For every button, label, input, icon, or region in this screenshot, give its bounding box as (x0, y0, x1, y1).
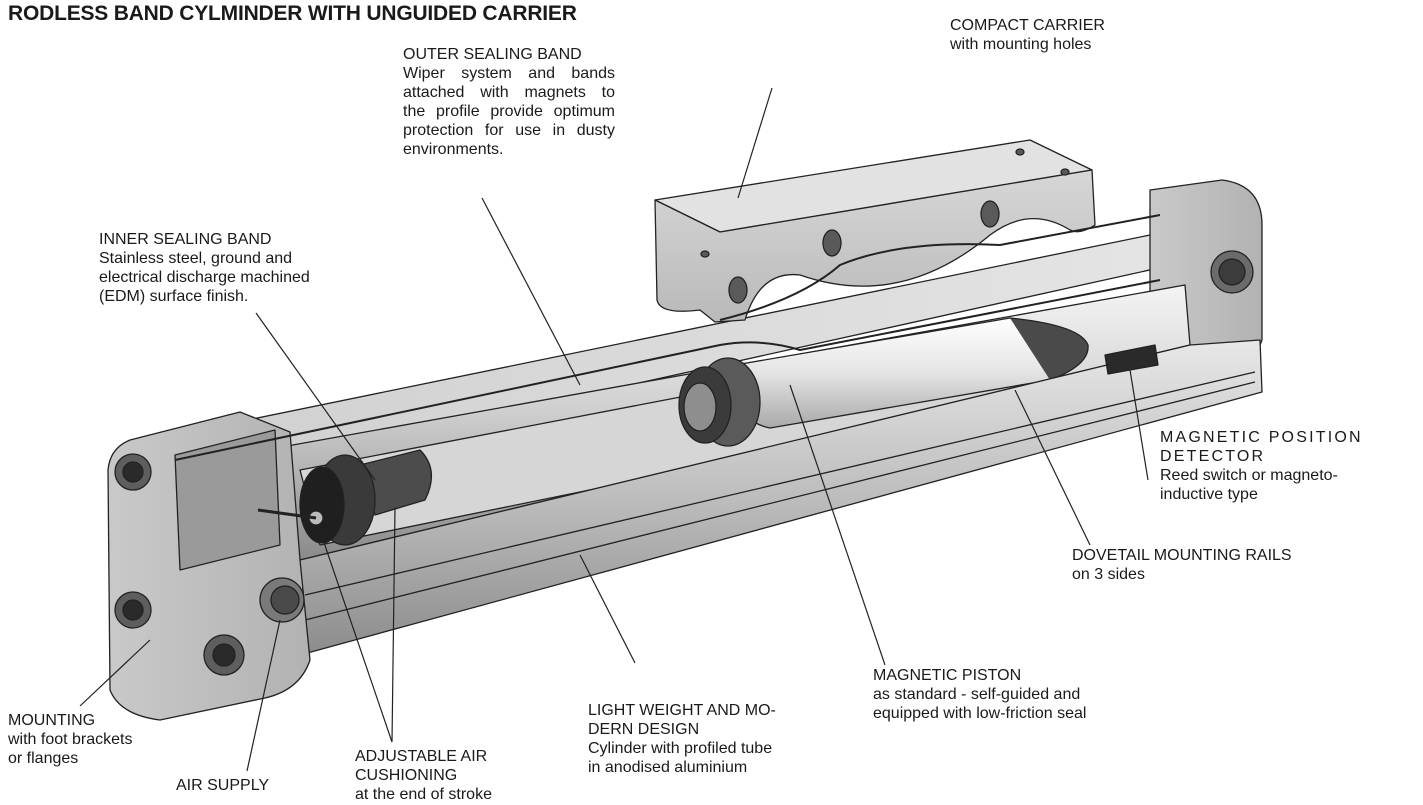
leader-lines (79, 87, 1149, 772)
leader-light-weight (579, 554, 636, 664)
callout-description: as standard - self-guided and equipped w… (873, 686, 1087, 722)
outer-sealing-band (719, 214, 1161, 321)
callout-mounting: MOUNTING with foot brackets or flanges (8, 711, 133, 768)
callout-heading: COMPACT CARRIER (950, 17, 1105, 34)
callout-description: with mounting holes (950, 36, 1092, 53)
callout-description: Reed switch or magneto- inductive type (1160, 467, 1338, 503)
leader-air-supply (246, 619, 281, 772)
callout-heading: MOUNTING (8, 712, 96, 729)
callout-light-weight-design: LIGHT WEIGHT AND MO- DERN DESIGN Cylinde… (588, 701, 776, 777)
callout-outer-sealing-band: OUTER SEALING BAND Wiper system and band… (403, 45, 615, 159)
callout-inner-sealing-band: INNER SEALING BAND Stainless steel, grou… (99, 230, 310, 306)
mounting-screw-holes (114, 453, 245, 676)
leader-cushioning-b (391, 507, 396, 743)
callout-heading: ADJUSTABLE AIR CUSHIONING (355, 748, 488, 784)
callout-description: Wiper system and bands attached with mag… (403, 65, 615, 158)
dovetail-rail-lower (304, 381, 1256, 621)
callout-air-supply: AIR SUPPLY (176, 776, 269, 795)
leader-detector (1129, 369, 1149, 481)
callout-heading: AIR SUPPLY (176, 777, 270, 794)
leader-cushioning-a (317, 524, 393, 743)
leader-outer-band (481, 197, 581, 386)
callout-description: with foot brackets or flanges (8, 731, 133, 767)
callout-heading: MAGNETIC POSITION DETECTOR (1160, 429, 1363, 465)
leader-inner-band (255, 312, 376, 481)
leader-piston (789, 384, 886, 666)
callout-description: Stainless steel, ground and electrical d… (99, 250, 310, 305)
cushioning-spear (359, 449, 432, 516)
leader-rails (1014, 389, 1091, 546)
callout-magnetic-piston: MAGNETIC PISTON as standard - self-guide… (873, 666, 1086, 723)
callout-heading: DOVETAIL MOUNTING RAILS (1072, 547, 1292, 564)
callout-description: on 3 sides (1072, 566, 1145, 583)
carrier-mounting-holes (700, 148, 1070, 304)
callout-dovetail-mounting-rails: DOVETAIL MOUNTING RAILS on 3 sides (1072, 546, 1292, 584)
callout-compact-carrier: COMPACT CARRIER with mounting holes (950, 16, 1105, 54)
leader-carrier (737, 87, 773, 199)
callout-heading: MAGNETIC PISTON (873, 667, 1022, 684)
callout-magnetic-position-detector: MAGNETIC POSITION DETECTOR Reed switch o… (1160, 428, 1363, 504)
callout-description: Cylinder with profiled tube in anodised … (588, 740, 773, 776)
callout-heading: LIGHT WEIGHT AND MO- DERN DESIGN (588, 702, 776, 738)
callout-adjustable-air-cushioning: ADJUSTABLE AIR CUSHIONING at the end of … (355, 747, 492, 804)
page-title: RODLESS BAND CYLMINDER WITH UNGUIDED CAR… (8, 2, 577, 25)
callout-heading: OUTER SEALING BAND (403, 46, 582, 63)
callout-description: at the end of stroke (355, 786, 492, 803)
dovetail-rail-upper (304, 371, 1256, 596)
position-detector (1104, 344, 1159, 375)
cylinder-body (107, 139, 1263, 721)
callout-heading: INNER SEALING BAND (99, 231, 272, 248)
inner-sealing-band (174, 279, 1161, 461)
leader-mounting (79, 639, 151, 707)
